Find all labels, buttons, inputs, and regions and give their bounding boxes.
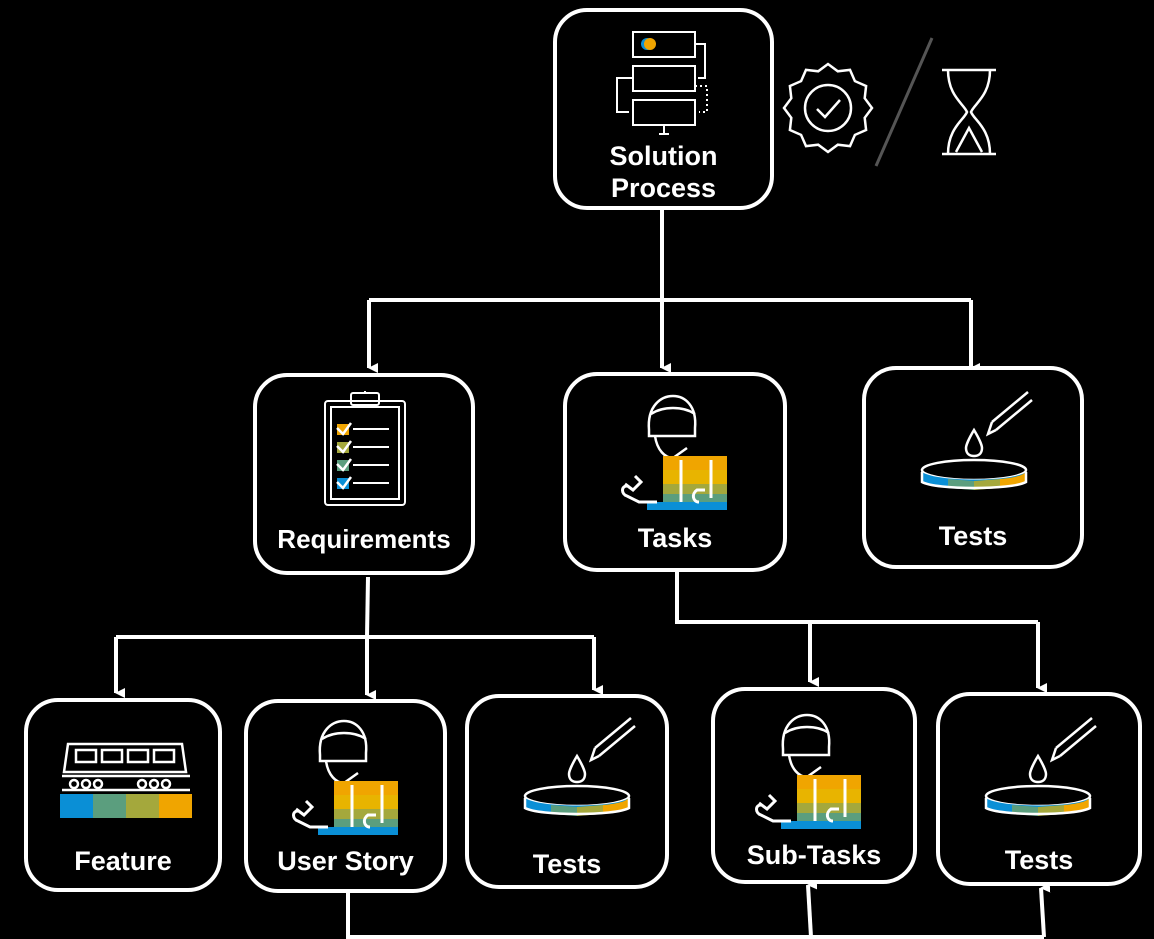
- node-tests-requirements-label: Tests: [532, 849, 602, 879]
- checklist-clipboard-icon: [324, 391, 406, 506]
- petri-dish-icon: [984, 717, 1097, 816]
- hourglass-icon: [942, 68, 996, 156]
- node-feature-label: Feature: [74, 846, 172, 876]
- worker-icon: [755, 713, 861, 829]
- node-tasks-label: Tasks: [637, 523, 713, 553]
- node-requirements[interactable]: Requirements: [253, 373, 475, 575]
- verified-badge-icon: [782, 62, 874, 154]
- petri-dish-icon: [523, 717, 636, 816]
- worker-icon: [621, 394, 727, 510]
- arrow-up-to-tests-tasks: [1039, 882, 1051, 938]
- worker-icon: [292, 719, 398, 835]
- node-sub-tasks-label: Sub-Tasks: [746, 840, 882, 870]
- connector-tasks-elbow: [675, 572, 1038, 624]
- petri-dish-icon: [920, 391, 1033, 490]
- process-flow-icon: [616, 31, 708, 135]
- divider-slash: [874, 37, 934, 167]
- arrow-up-to-sub-tasks: [806, 879, 818, 938]
- node-requirements-label: Requirements: [277, 524, 451, 554]
- node-tasks[interactable]: Tasks: [563, 372, 787, 572]
- node-solution-process[interactable]: Solution Process: [553, 8, 774, 210]
- node-tests-tasks-label: Tests: [1004, 845, 1074, 875]
- node-sub-tasks[interactable]: Sub-Tasks: [711, 687, 917, 884]
- node-user-story-label: User Story: [277, 846, 414, 876]
- train-icon: [60, 742, 192, 818]
- node-feature[interactable]: Feature: [24, 698, 222, 892]
- node-tests-top-label: Tests: [938, 521, 1008, 551]
- node-tests-requirements[interactable]: Tests: [465, 694, 669, 889]
- connector-bottom-bus: [346, 893, 1044, 939]
- node-tests-top[interactable]: Tests: [862, 366, 1084, 569]
- node-solution-process-label-line1: Solution: [609, 141, 718, 171]
- node-tests-tasks[interactable]: Tests: [936, 692, 1142, 886]
- node-solution-process-label-line2: Process: [610, 173, 717, 203]
- connector-requirements-trunk: [365, 576, 370, 638]
- node-user-story[interactable]: User Story: [244, 699, 447, 893]
